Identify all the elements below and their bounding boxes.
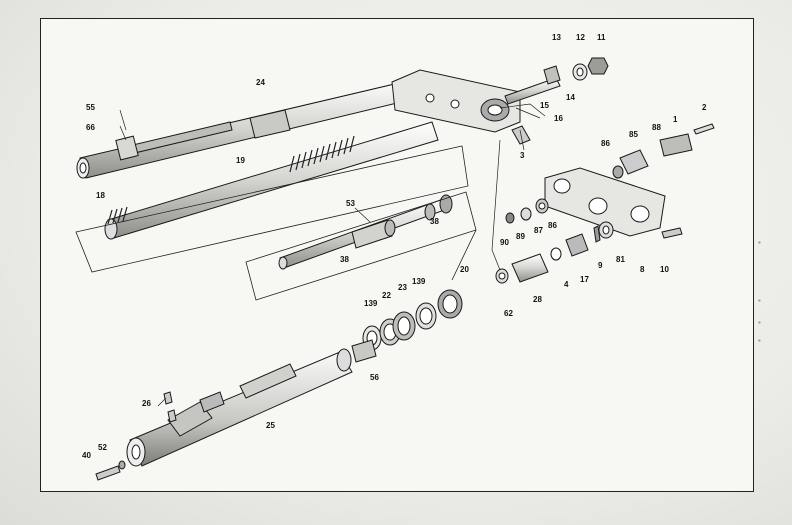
label-18: 18	[96, 191, 105, 200]
label-17: 17	[580, 275, 589, 284]
part-labels: 1 3 4 8 9 10 11 12 13 14 15 16 17 18 19 …	[82, 33, 707, 460]
label-87: 87	[534, 226, 543, 235]
label-2: 2	[702, 103, 707, 112]
bleed-mark: ▪	[758, 238, 761, 247]
seal-stack	[351, 289, 463, 363]
label-9: 9	[598, 261, 603, 270]
leader-line	[451, 229, 477, 281]
bleed-mark: ▪	[758, 336, 761, 345]
bleed-mark: ▪	[758, 296, 761, 305]
label-66: 66	[86, 123, 95, 132]
label-139a: 139	[364, 299, 378, 308]
label-38b: 38	[340, 255, 349, 264]
label-56: 56	[370, 373, 379, 382]
cap-nut-11	[587, 57, 609, 75]
label-3: 3	[520, 151, 525, 160]
bottom-yoke	[544, 167, 666, 237]
upper-fork-leg	[76, 77, 427, 179]
label-40: 40	[82, 451, 91, 460]
lower-slider-25	[126, 348, 353, 467]
label-20: 20	[460, 265, 469, 274]
label-14: 14	[566, 93, 575, 102]
label-4: 4	[564, 280, 569, 289]
label-8: 8	[640, 265, 645, 274]
label-86a: 86	[601, 139, 610, 148]
label-16: 16	[554, 114, 563, 123]
stem-nut-13	[543, 65, 561, 85]
label-22: 22	[382, 291, 391, 300]
clamp-85	[612, 123, 715, 179]
damper-rod-assembly	[278, 194, 453, 270]
label-52: 52	[98, 443, 107, 452]
spring-18	[107, 206, 128, 225]
label-90: 90	[500, 238, 509, 247]
label-12: 12	[576, 33, 585, 42]
lower-parts-right	[495, 221, 683, 284]
label-38a: 38	[430, 217, 439, 226]
label-85: 85	[629, 130, 638, 139]
label-88: 88	[652, 123, 661, 132]
label-89: 89	[516, 232, 525, 241]
label-139b: 139	[412, 277, 426, 286]
label-1: 1	[673, 115, 678, 124]
screw-26	[163, 391, 177, 423]
label-86b: 86	[548, 221, 557, 230]
label-81: 81	[616, 255, 625, 264]
label-55: 55	[86, 103, 95, 112]
label-15: 15	[540, 101, 549, 110]
label-53: 53	[346, 199, 355, 208]
label-23: 23	[398, 283, 407, 292]
lower-yoke	[391, 69, 561, 133]
label-26: 26	[142, 399, 151, 408]
label-11: 11	[597, 33, 606, 42]
label-24: 24	[256, 78, 265, 87]
label-28: 28	[533, 295, 542, 304]
washer-stack-right	[505, 198, 549, 224]
leader-lines	[119, 103, 546, 407]
label-25: 25	[266, 421, 275, 430]
washer-12	[572, 63, 588, 81]
label-19: 19	[236, 156, 245, 165]
label-10: 10	[660, 265, 669, 274]
label-13: 13	[552, 33, 561, 42]
group-outline-upper	[75, 145, 469, 273]
axle-bolt-40	[95, 460, 126, 481]
bleed-mark: ▪	[758, 318, 761, 327]
label-62: 62	[504, 309, 513, 318]
